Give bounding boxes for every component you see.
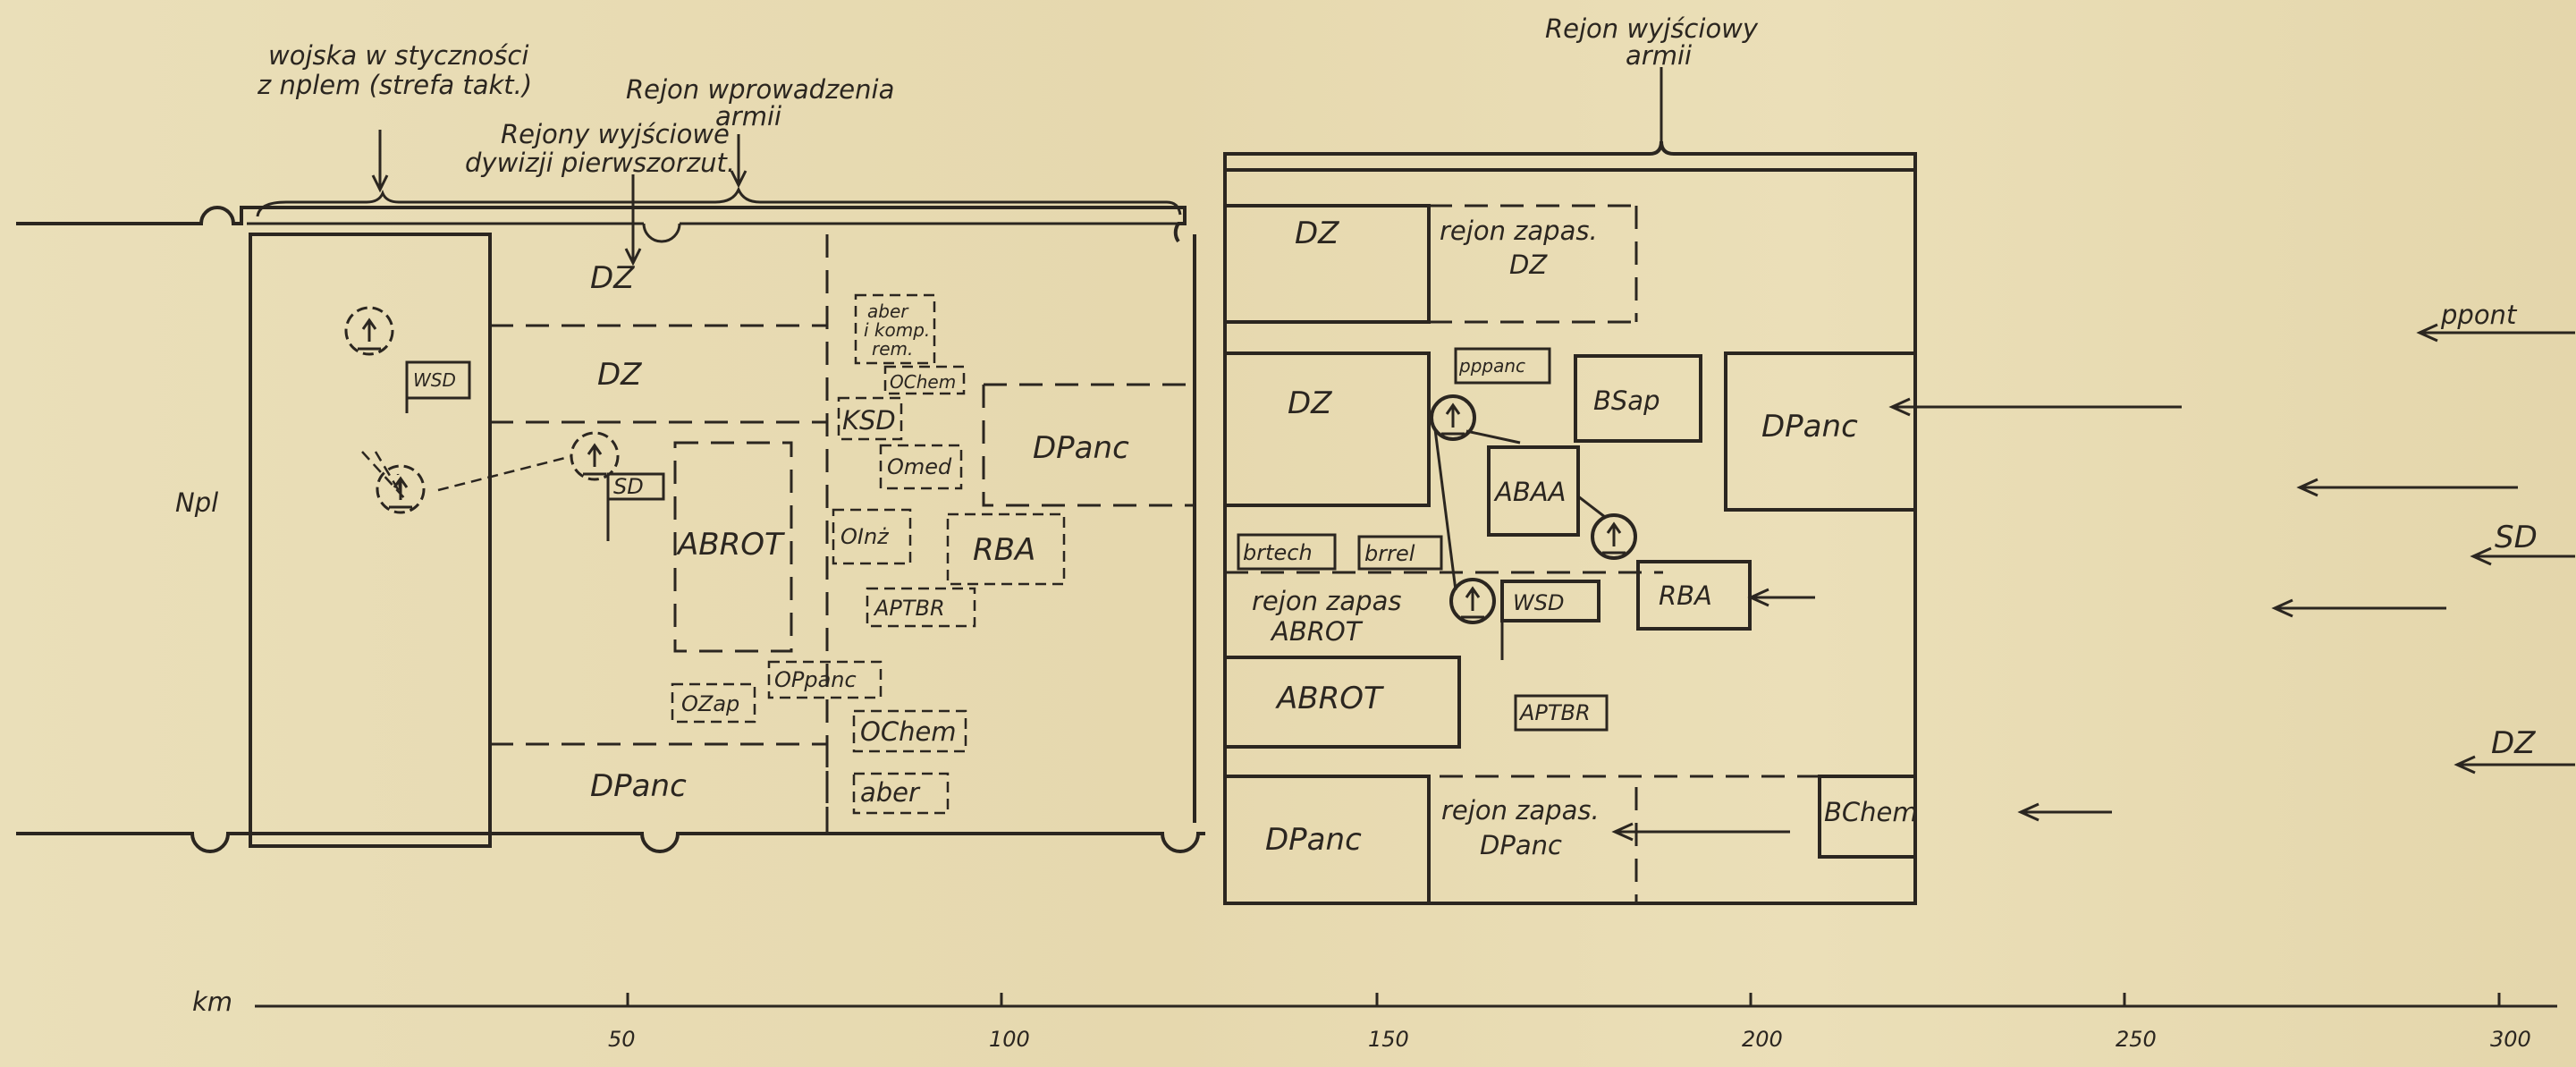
left-aptbr-label: APTBR — [873, 596, 945, 621]
left-dpanc-label: DPanc — [590, 768, 687, 804]
left-omed-label: Omed — [887, 454, 952, 479]
left-ochem-small-label: OChem — [890, 371, 956, 393]
left-ozap-label: OZap — [681, 691, 739, 716]
command-post-links — [1433, 428, 1606, 591]
left-sd-label: SD — [613, 474, 644, 499]
left-abrot-box — [673, 441, 793, 653]
left-dz-mid: DZ — [597, 357, 642, 393]
scale-tick-50: 50 — [608, 1027, 636, 1052]
left-wsd-label: WSD — [413, 369, 456, 391]
command-post-icon — [1591, 513, 1637, 560]
right-rejon-zapas-dz-l2: DZ — [1509, 250, 1548, 280]
right-dz-mid: DZ — [1288, 385, 1332, 421]
left-small-boxes — [671, 293, 1066, 815]
scale-tick-200: 200 — [1742, 1027, 1783, 1052]
right-pppanc-label: pppanc — [1458, 355, 1525, 377]
right-dpanc-bottom-label: DPanc — [1265, 822, 1362, 858]
scale-tick-300: 300 — [2490, 1027, 2531, 1052]
annotation-army-start-l2: armii — [1626, 40, 1692, 71]
annotation-contact-l1: wojska w styczności — [268, 40, 528, 71]
annotation-arrows — [371, 67, 1663, 267]
right-rejon-zapas-dpanc-l1: rejon zapas. — [1441, 795, 1600, 826]
right-zone-grid — [1223, 204, 1917, 905]
scale-tick-250: 250 — [2116, 1027, 2157, 1052]
left-rba-label: RBA — [973, 532, 1035, 568]
left-ochem-label: OChem — [860, 716, 957, 747]
left-aber-komp-l2: i komp. — [864, 319, 930, 341]
left-zone-outline — [16, 206, 1205, 853]
right-aptbr-label: APTBR — [1518, 700, 1591, 725]
command-post-icon — [344, 306, 394, 356]
right-dpanc-label: DPanc — [1761, 409, 1858, 445]
scale-bar — [255, 993, 2557, 1008]
right-unit-boxes — [1237, 347, 1917, 859]
annotation-div-start-l1: Rejony wyjściowe — [501, 119, 730, 149]
command-post-icon — [570, 431, 620, 481]
annotation-contact-l2: z nplem (strefa takt.) — [257, 70, 532, 100]
right-abrot-label: ABROT — [1275, 681, 1384, 716]
scale-tick-100: 100 — [989, 1027, 1030, 1052]
right-rejon-zapas-abrot-l2: ABROT — [1270, 616, 1364, 647]
left-abrot-label: ABROT — [676, 527, 785, 563]
right-rba-label: RBA — [1659, 580, 1712, 611]
left-dz-top: DZ — [590, 260, 635, 296]
incoming-sd-label: SD — [2495, 520, 2538, 555]
incoming-arrows — [1611, 323, 2575, 842]
right-rejon-zapas-dpanc-l2: DPanc — [1480, 830, 1562, 860]
command-post-icon — [1449, 578, 1496, 624]
left-oinz-label: OInż — [840, 524, 890, 549]
command-post-icon — [376, 464, 426, 514]
right-abaa-label: ABAA — [1493, 477, 1566, 507]
annotation-army-start-l1: Rejon wyjściowy — [1545, 13, 1759, 44]
right-brtech-label: brtech — [1243, 540, 1313, 565]
scale-tick-150: 150 — [1368, 1027, 1409, 1052]
right-brrel-label: brrel — [1364, 541, 1415, 566]
left-ksd-label: KSD — [842, 405, 896, 436]
left-wsd-symbol — [405, 360, 471, 413]
enemy-label: Npl — [175, 487, 218, 518]
left-sd-symbol — [606, 472, 665, 541]
right-rejon-zapas-abrot-l1: rejon zapas — [1252, 586, 1401, 616]
top-brace — [256, 186, 1182, 217]
scale-unit: km — [192, 987, 232, 1017]
right-wsd-label: WSD — [1513, 590, 1564, 615]
left-aber-label: aber — [860, 777, 921, 808]
left-zone-dividers — [361, 234, 1195, 834]
annotation-army-entry-l1: Rejon wprowadzenia — [626, 74, 894, 105]
left-aber-komp-l3: rem. — [872, 338, 913, 360]
left-dpanc-right-label: DPanc — [1033, 430, 1129, 466]
incoming-ppont-label: ppont — [2440, 300, 2518, 330]
annotation-army-entry-l2: armii — [715, 101, 781, 131]
annotation-div-start-l2: dywizji pierwszorzut. — [465, 148, 735, 178]
right-zone-outline — [1223, 140, 1917, 905]
right-rejon-zapas-dz-l1: rejon zapas. — [1440, 216, 1598, 246]
command-post-icon — [1430, 394, 1476, 441]
right-bchem-label: BChem — [1824, 797, 1918, 827]
left-oppanc-label: OPpanc — [774, 667, 857, 692]
right-bsap-label: BSap — [1593, 385, 1660, 416]
left-aber-komp-l1: aber — [867, 301, 909, 322]
right-dz-top: DZ — [1295, 216, 1339, 251]
incoming-dz-label: DZ — [2491, 725, 2536, 761]
